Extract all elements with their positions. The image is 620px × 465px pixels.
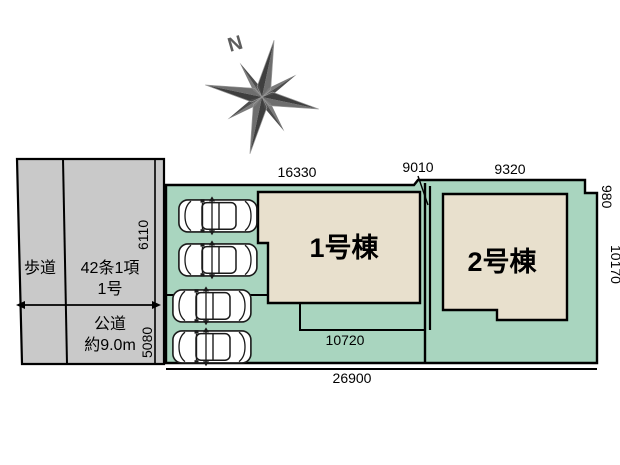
- dimension-right-lower: 10170: [608, 245, 620, 284]
- dimension-left-lower: 5080: [139, 327, 155, 358]
- parking-stall-1: [178, 195, 258, 237]
- zoning-label-line2: 1号: [98, 280, 123, 298]
- sidewalk-divider: [62, 158, 68, 365]
- parking-stall-4: [172, 326, 252, 368]
- road-polygon: [15, 157, 166, 366]
- road-area: [15, 157, 166, 366]
- public-road-label: 公道: [94, 315, 126, 333]
- building-2: 2号棟: [441, 192, 569, 322]
- building-1-footprint: [256, 190, 422, 305]
- building-2-label: 2号棟: [467, 247, 537, 277]
- parking-stall-3: [172, 285, 252, 327]
- dimension-left-upper: 6110: [135, 220, 151, 250]
- dimension-top-gap: 9010: [402, 159, 433, 175]
- dimension-right-upper: 980: [599, 185, 615, 209]
- dimension-top-left: 16330: [278, 164, 317, 180]
- sidewalk-label: 歩道: [24, 259, 56, 277]
- zoning-label-line1: 42条1項: [81, 259, 140, 277]
- compass-rose-icon: [205, 40, 319, 154]
- building-1: 1号棟: [256, 190, 422, 305]
- building-2-footprint: [441, 192, 569, 322]
- dimension-outer-bottom: 26900: [333, 370, 372, 386]
- dimension-top-right: 9320: [494, 161, 525, 177]
- parking-stall-2: [178, 239, 258, 281]
- dimension-inner-bottom: 10720: [326, 332, 365, 348]
- road-width-arrow: [16, 301, 161, 309]
- compass-north-label: N: [225, 32, 245, 57]
- public-road-width-label: 約9.0m: [84, 336, 136, 354]
- dimension-top-gap-leader: [417, 175, 429, 206]
- building-1-label: 1号棟: [309, 233, 379, 263]
